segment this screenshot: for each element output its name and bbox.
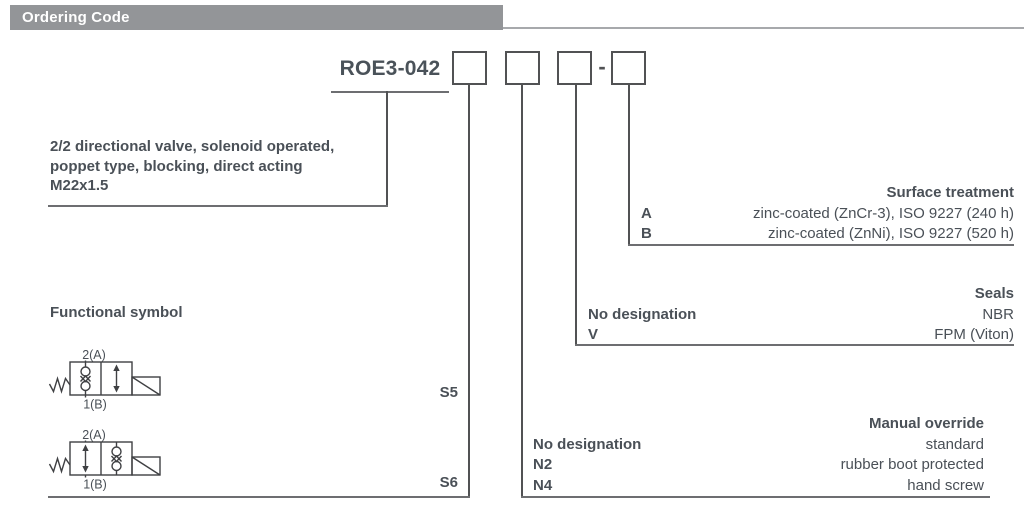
surface-treatment-section: Surface treatment A zinc-coated (ZnCr-3)… <box>641 183 1014 245</box>
seals-title: Seals <box>974 285 1014 302</box>
valve-symbol-s6: 2(A) 1(B) <box>48 428 161 492</box>
option-code: B <box>641 225 652 242</box>
symbol-id-s6: S6 <box>439 474 458 491</box>
port-bottom-label: 1(B) <box>83 478 107 492</box>
option-row: B zinc-coated (ZnNi), ISO 9227 (520 h) <box>641 224 1014 245</box>
option-row: No designation standard <box>533 435 984 456</box>
solenoid-icon <box>131 376 161 396</box>
functional-symbol-heading: Functional symbol <box>50 304 183 321</box>
code-box-1 <box>452 51 487 85</box>
option-label: zinc-coated (ZnNi), ISO 9227 (520 h) <box>768 225 1014 242</box>
description-rule <box>48 205 388 207</box>
spring-icon <box>48 376 71 394</box>
connector-box2 <box>521 84 523 498</box>
option-code: No designation <box>588 305 697 323</box>
description-line: M22x1.5 <box>50 177 109 194</box>
port-top-label: 2(A) <box>82 348 106 362</box>
connector-box4 <box>628 84 630 246</box>
check-valve-icon <box>79 362 92 395</box>
option-code: N2 <box>533 456 553 473</box>
option-label: hand screw <box>907 476 984 494</box>
header-rule <box>503 27 1024 29</box>
surface-treatment-title: Surface treatment <box>886 184 1014 201</box>
flow-arrow-icon <box>82 444 89 473</box>
description-line: 2/2 directional valve, solenoid operated… <box>50 138 335 155</box>
option-code: A <box>641 204 652 222</box>
check-valve-icon <box>110 442 123 475</box>
option-code: N4 <box>533 476 553 494</box>
spring-icon <box>48 456 71 474</box>
seals-section: Seals No designation NBR V FPM (Viton) <box>588 284 1014 346</box>
model-underline <box>331 91 449 93</box>
functional-symbol-rule <box>48 496 470 498</box>
code-dash: - <box>598 54 606 79</box>
code-box-4 <box>611 51 646 85</box>
flow-arrow-icon <box>113 364 120 393</box>
option-row: No designation NBR <box>588 305 1014 326</box>
manual-override-rule <box>521 496 990 498</box>
model-code: ROE3-042 <box>339 57 441 80</box>
manual-override-section: Manual override No designation standard … <box>533 414 984 496</box>
surface-treatment-rule <box>628 244 1014 246</box>
option-row: N2 rubber boot protected <box>533 455 984 476</box>
connector-box1 <box>468 84 470 498</box>
valve-description: 2/2 directional valve, solenoid operated… <box>50 137 395 196</box>
symbol-id-s5: S5 <box>439 384 458 401</box>
option-code: No designation <box>533 435 642 453</box>
option-label: NBR <box>982 305 1014 323</box>
connector-box3 <box>575 84 577 346</box>
option-label: zinc-coated (ZnCr-3), ISO 9227 (240 h) <box>753 204 1014 222</box>
valve-symbol-s5: 2(A) 1(B) <box>48 348 161 412</box>
description-line: poppet type, blocking, direct acting <box>50 157 303 175</box>
port-bottom-label: 1(B) <box>83 398 107 412</box>
option-label: standard <box>925 435 984 453</box>
manual-override-title: Manual override <box>868 415 984 432</box>
seals-rule <box>575 344 1014 346</box>
solenoid-icon <box>131 456 161 476</box>
section-header-bar: Ordering Code <box>10 5 503 30</box>
page-title: Ordering Code <box>22 9 130 26</box>
option-row: A zinc-coated (ZnCr-3), ISO 9227 (240 h) <box>641 204 1014 225</box>
code-box-3 <box>557 51 592 85</box>
option-row: N4 hand screw <box>533 476 984 497</box>
port-top-label: 2(A) <box>82 428 106 442</box>
option-row: V FPM (Viton) <box>588 325 1014 346</box>
connector-model <box>386 91 388 206</box>
code-box-2 <box>505 51 540 85</box>
option-code: V <box>588 326 599 343</box>
option-label: FPM (Viton) <box>934 326 1014 343</box>
option-label: rubber boot protected <box>840 456 984 473</box>
